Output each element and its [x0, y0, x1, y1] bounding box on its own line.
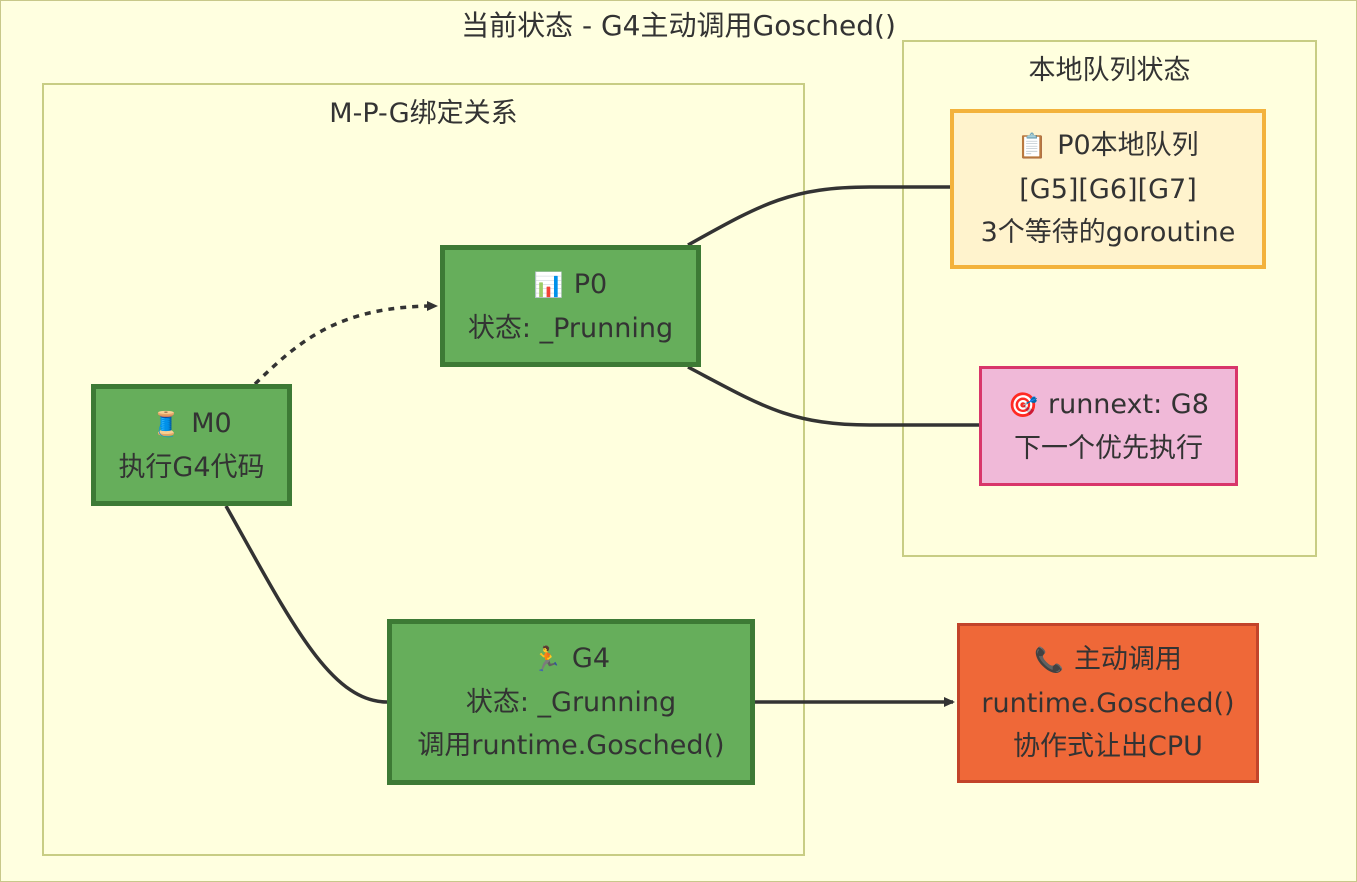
node-gosched-desc2: 协作式让出CPU: [1013, 731, 1203, 762]
node-runnext-name: runnext: G8: [1047, 388, 1209, 420]
edge-m0-g4: [224, 505, 388, 704]
node-p0: 📊 P0 状态: _Prunning: [440, 245, 701, 367]
clipboard-icon: 📋: [1017, 132, 1048, 160]
node-p0-name: P0: [573, 268, 608, 300]
edge-m0-p0: [253, 301, 438, 386]
node-g4-desc2: 调用runtime.Gosched(): [417, 730, 725, 761]
cluster-queue-title: 本地队列状态: [1028, 55, 1191, 86]
telephone-icon: 📞: [1034, 646, 1064, 674]
node-m0-desc: 执行G4代码: [118, 451, 265, 483]
bar-chart-icon: 📊: [533, 270, 564, 299]
node-m0: 🧵 M0 执行G4代码: [91, 384, 292, 506]
node-g4-name: G4: [571, 643, 610, 674]
diagram-title: 当前状态 - G4主动调用Gosched(): [461, 9, 896, 42]
node-queue-desc2: 3个等待的goroutine: [980, 217, 1236, 248]
node-g4-desc: 状态: _Grunning: [465, 687, 677, 718]
node-runnext: 🎯 runnext: G8 下一个优先执行: [979, 366, 1238, 486]
node-m0-name: M0: [191, 407, 232, 439]
edge-p0-queue: [687, 185, 950, 247]
node-queue-desc: [G5][G6][G7]: [1019, 174, 1197, 205]
runner-icon: 🏃: [532, 645, 562, 673]
node-p0-desc: 状态: _Prunning: [467, 312, 674, 344]
edge-p0-runnext: [687, 365, 979, 427]
thread-spool-icon: 🧵: [151, 409, 182, 438]
cluster-mpg-title: M-P-G绑定关系: [329, 98, 518, 129]
node-runnext-desc: 下一个优先执行: [1014, 432, 1203, 464]
node-gosched-name: 主动调用: [1073, 644, 1182, 675]
node-queue-name: P0本地队列: [1057, 130, 1199, 161]
node-gosched-call: 📞 主动调用 runtime.Gosched() 协作式让出CPU: [957, 623, 1259, 783]
node-p0-local-queue: 📋 P0本地队列 [G5][G6][G7] 3个等待的goroutine: [950, 109, 1266, 269]
node-gosched-desc: runtime.Gosched(): [981, 688, 1235, 719]
node-g4: 🏃 G4 状态: _Grunning 调用runtime.Gosched(): [387, 619, 755, 785]
target-icon: 🎯: [1008, 390, 1038, 419]
